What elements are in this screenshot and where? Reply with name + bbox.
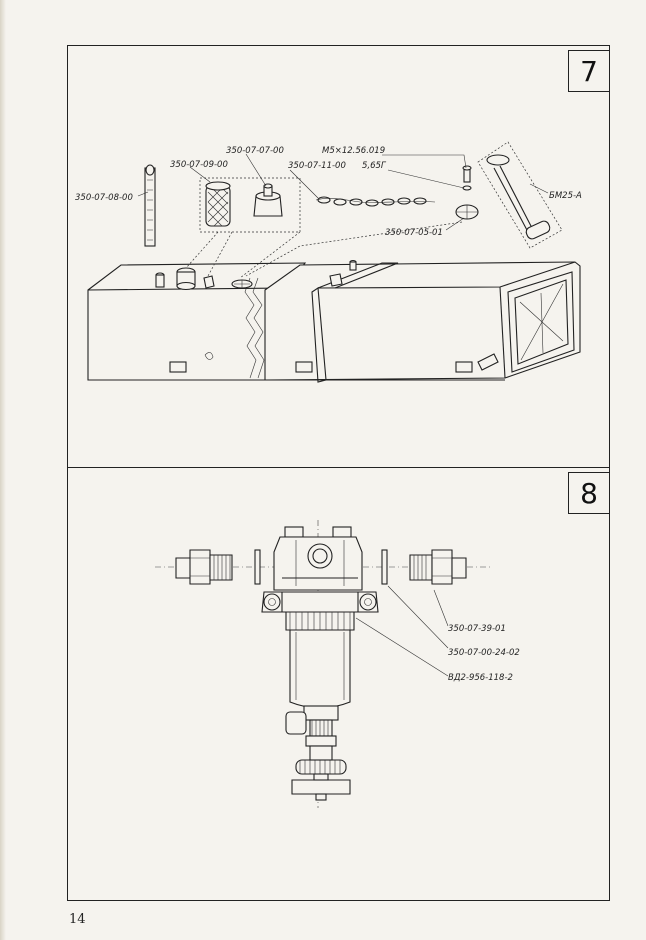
label-fitting: 350-07-39-01	[448, 624, 506, 634]
label-screw: M5×12.56.019	[322, 146, 385, 156]
label-chain: 350-07-11-00	[288, 161, 346, 171]
page-number: 14	[69, 912, 86, 927]
filter-assembly-drawing	[155, 520, 490, 808]
page-edge	[0, 0, 6, 940]
label-gasket: 350-07-00-24-02	[448, 648, 520, 658]
figure-8-number: 8	[568, 472, 610, 514]
figure-7-number: 7	[568, 50, 610, 92]
label-filter: 350-07-09-00	[170, 160, 228, 170]
label-washer: 5,65Г	[362, 161, 387, 171]
label-dipstick: 350-07-08-00	[75, 193, 133, 203]
figure-divider	[67, 467, 610, 468]
label-filter-unit: ВД2-956-118-2	[448, 673, 513, 683]
label-sender: БМ25-А	[549, 191, 582, 201]
label-cap: 350-07-07-00	[226, 146, 284, 156]
label-flange: 350-07-05-01	[385, 228, 443, 238]
fuel-tank-drawing	[87, 141, 581, 383]
